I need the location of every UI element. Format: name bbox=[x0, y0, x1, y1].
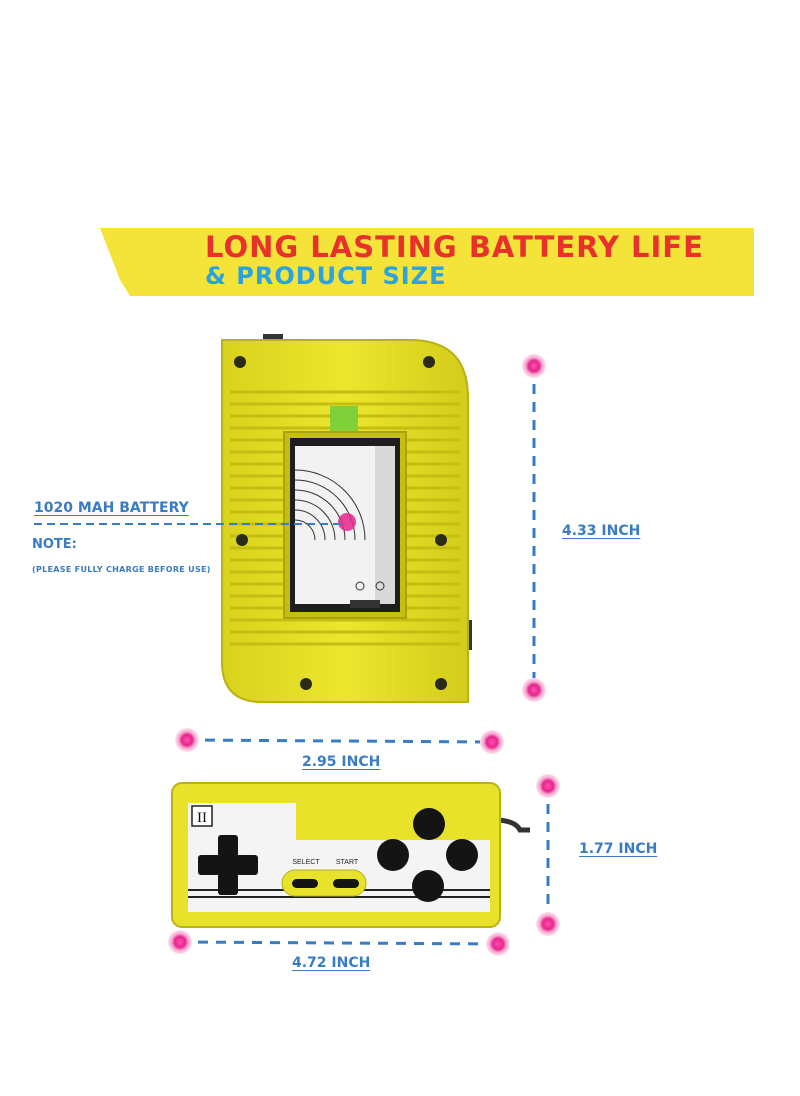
title-banner bbox=[100, 228, 754, 296]
console-back bbox=[221, 334, 472, 703]
battery-capacity-label: 1020 MAH BATTERY bbox=[34, 500, 189, 516]
controller-width-dimension bbox=[168, 930, 510, 956]
charge-note: (PLEASE FULLY CHARGE BEFORE USE) bbox=[32, 565, 211, 574]
dpad-icon bbox=[198, 835, 258, 895]
console-width-dimension bbox=[175, 728, 504, 754]
controller-height-label: 1.77 INCH bbox=[579, 841, 658, 857]
controller-height-dimension bbox=[536, 774, 560, 936]
banner-subtitle: & PRODUCT SIZE bbox=[205, 262, 447, 290]
select-button-icon bbox=[292, 879, 318, 888]
controller bbox=[171, 782, 530, 928]
select-label: SELECT bbox=[292, 859, 320, 866]
note-label: NOTE: bbox=[32, 537, 77, 552]
controller-badge: II bbox=[197, 810, 207, 826]
console-width-label: 2.95 INCH bbox=[302, 754, 381, 770]
battery-icon bbox=[294, 446, 395, 608]
start-label: START bbox=[336, 859, 359, 866]
start-button-icon bbox=[333, 879, 359, 888]
banner-background bbox=[100, 228, 754, 296]
banner-title: LONG LASTING BATTERY LIFE bbox=[205, 230, 704, 264]
console-height-dimension bbox=[522, 354, 546, 702]
console-height-label: 4.33 INCH bbox=[562, 523, 641, 539]
controller-width-label: 4.72 INCH bbox=[292, 955, 371, 971]
